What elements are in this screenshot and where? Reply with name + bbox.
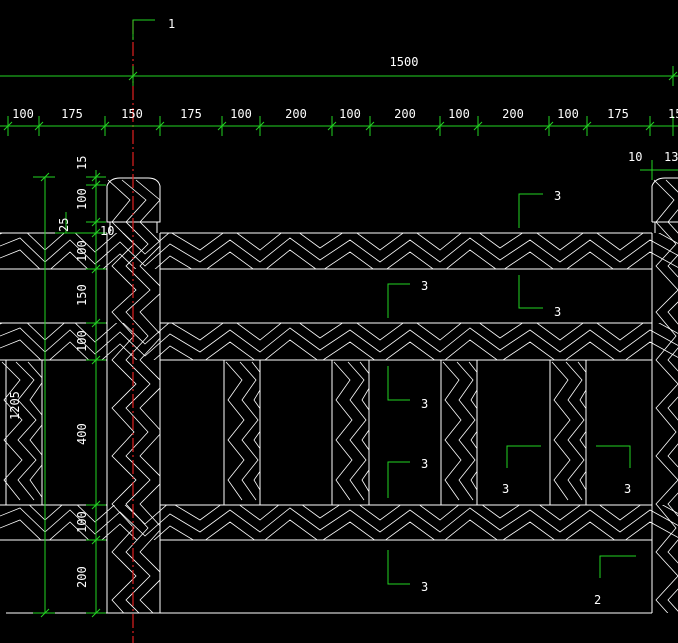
top-dim-label: 100 — [12, 107, 34, 121]
left-dim-label: 200 — [75, 566, 89, 588]
post-outline — [106, 233, 161, 614]
left-dim-label: 25 — [57, 218, 71, 232]
post-cap — [106, 177, 161, 233]
right-post-dimensions: 10 13 — [628, 150, 678, 180]
top-dim-label: 150 — [121, 107, 143, 121]
baluster-outline-3 — [331, 360, 370, 505]
part-label: 3 — [554, 189, 561, 203]
overall-dimension: 1500 — [0, 55, 678, 86]
left-dim-label: 100 — [75, 511, 89, 533]
baluster-grain-5 — [551, 361, 586, 501]
top-dim-label: 100 — [557, 107, 579, 121]
part-label: 3 — [502, 482, 509, 496]
middle-rail-outline — [0, 322, 652, 361]
baluster-grain-4 — [442, 361, 477, 501]
part-labels: 3 3 3 3 3 3 3 3 2 — [387, 189, 636, 607]
top-dim-label: 175 — [180, 107, 202, 121]
left-dim-label: 100 — [75, 188, 89, 210]
part-label: 3 — [421, 279, 428, 293]
part-label: 3 — [624, 482, 631, 496]
left-dim-label: 100 — [75, 240, 89, 262]
baluster-grain-1 — [1, 361, 42, 501]
left-dim-label: 400 — [75, 423, 89, 445]
total-height-label: 1205 — [8, 391, 22, 420]
part-label: 3 — [554, 305, 561, 319]
right-post-grain — [653, 179, 678, 613]
post-grain — [107, 179, 160, 613]
top-dim-label: 175 — [61, 107, 83, 121]
left-dim-label: 100 — [75, 330, 89, 352]
top-dim-label: 100 — [339, 107, 361, 121]
top-dim-label: 200 — [502, 107, 524, 121]
left-dimension-chain: 15 100 25 10 100 150 100 400 100 200 120… — [8, 156, 114, 618]
top-dim-label: 175 — [607, 107, 629, 121]
baluster-grain-2 — [225, 361, 260, 501]
top-dim-label: 200 — [285, 107, 307, 121]
wood-grain-hatching — [0, 179, 678, 613]
top-dim-label: 100 — [230, 107, 252, 121]
top-dimension-chain: 100 175 150 175 100 200 100 200 100 200 … — [0, 107, 678, 136]
right-post-outline — [651, 177, 678, 613]
left-dim-label: 150 — [75, 284, 89, 306]
lower-rail-outline — [0, 504, 652, 541]
left-dim-label: 10 — [100, 224, 114, 238]
top-rail-grain — [0, 233, 678, 269]
part-label: 3 — [421, 397, 428, 411]
right-dim-label: 13 — [664, 150, 678, 164]
axis-label: 1 — [168, 17, 175, 31]
baluster-outline-1 — [5, 360, 43, 505]
top-rail-outline — [0, 232, 652, 270]
baluster-outline-2 — [223, 360, 261, 505]
part-label: 3 — [421, 580, 428, 594]
overall-width-label: 1500 — [390, 55, 419, 69]
top-dim-label: 15 — [668, 107, 678, 121]
baluster-outline-5 — [549, 360, 587, 505]
lower-rail-grain — [0, 505, 678, 540]
left-dim-label: 15 — [75, 156, 89, 170]
part-label: 3 — [421, 457, 428, 471]
top-dim-label: 100 — [448, 107, 470, 121]
baluster-outline-4 — [440, 360, 478, 505]
middle-rail-grain — [0, 323, 678, 360]
right-dim-label: 10 — [628, 150, 642, 164]
top-dim-label: 200 — [394, 107, 416, 121]
baluster-grain-3 — [333, 361, 369, 501]
part-label: 2 — [594, 593, 601, 607]
axis-label-leader — [132, 19, 155, 40]
